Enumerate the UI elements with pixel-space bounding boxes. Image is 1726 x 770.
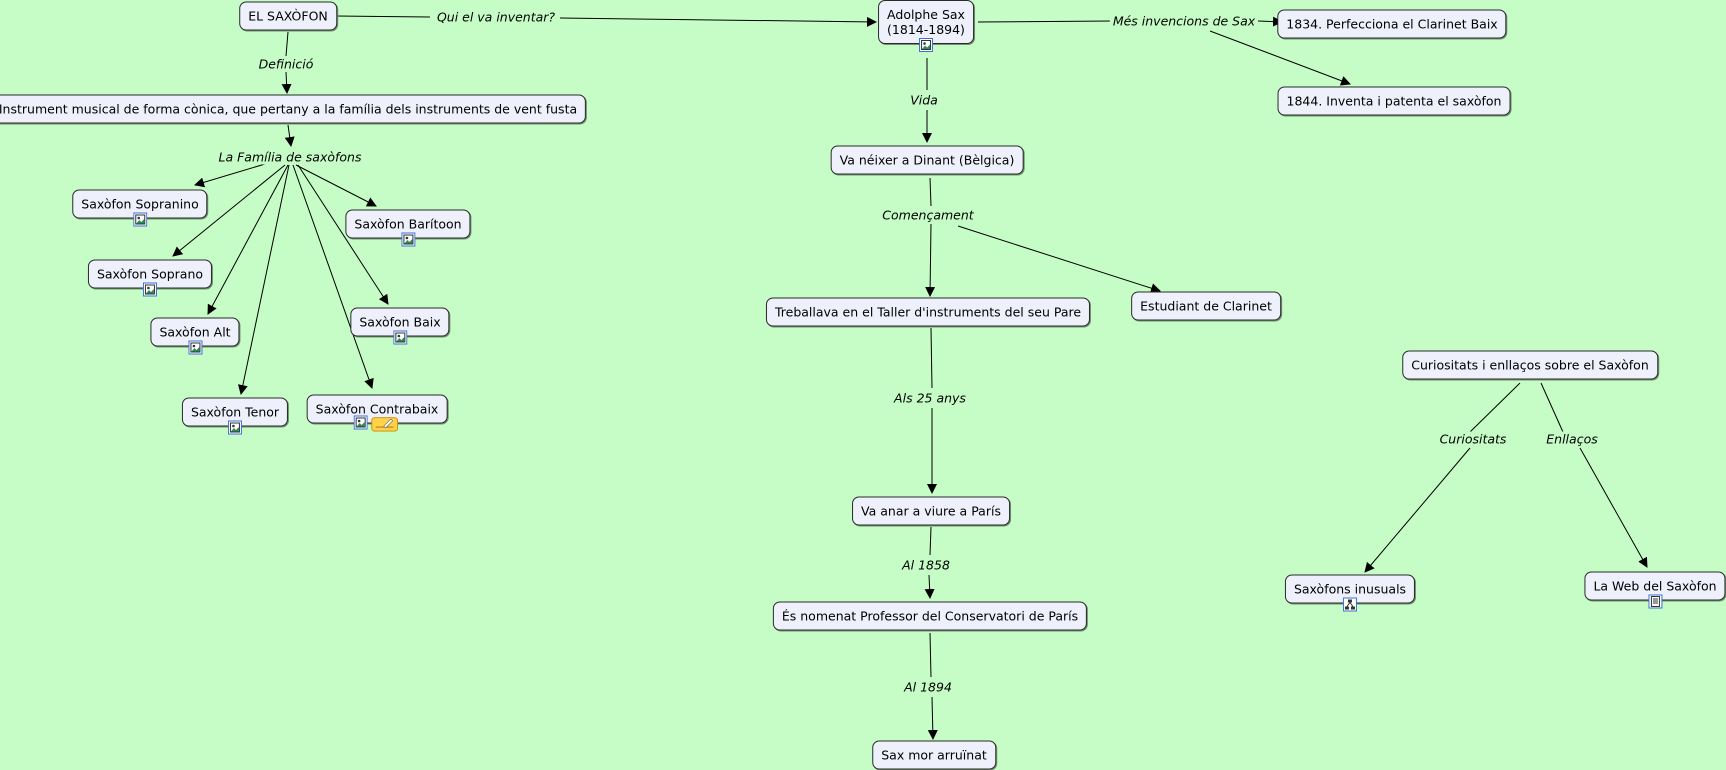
connection-arrow [1209,30,1351,86]
link-label-enllacos: Enllaços [1543,431,1601,447]
node-label: Instrument musical de forma cònica, que … [0,101,578,117]
connection-line [929,526,932,556]
node-saxofon-contrabaix[interactable]: Saxòfon Contrabaix [306,394,448,432]
link-label-mes-invencions: Més invencions de Sax [1109,13,1259,29]
connection-arrow [927,696,938,740]
node-saxofon-bariton[interactable]: Saxòfon Barítoon [345,209,471,247]
connection-arrow [925,223,936,297]
image-icon[interactable] [228,420,242,435]
connection-line [977,20,1113,23]
image-icon[interactable] [188,340,202,355]
node-label: Saxòfon Barítoon [354,216,462,232]
node-estudiant-clarinet[interactable]: Estudiant de Clarinet [1131,291,1281,321]
node-saxofon-tenor[interactable]: Saxòfon Tenor [181,397,289,435]
image-icon[interactable] [400,232,415,247]
node-label: Saxòfon Sopranino [81,196,199,212]
connection-arrow [1364,447,1471,573]
connection-line [1469,382,1521,433]
node-label: Saxòfon Contrabaix [315,401,439,417]
node-web-saxofon[interactable]: La Web del Saxòfon [1584,571,1726,609]
node-definicio-text[interactable]: Instrument musical de forma cònica, que … [0,94,587,124]
connection-arrow [237,164,290,395]
link-label-definicio: Definició [255,56,317,72]
link-label-vida: Vida [907,92,941,108]
concept-map-icon[interactable] [1342,597,1357,612]
connection-arrow [284,124,295,147]
node-label: Sax mor arruïnat [881,747,987,763]
node-curiositats-enllacos[interactable]: Curiositats i enllaços sobre el Saxòfon [1402,350,1658,380]
connection-arrow [194,163,266,188]
connection-line [929,632,932,678]
node-label: 1844. Inventa i patenta el saxòfon [1286,93,1502,109]
link-label-al-1894: Al 1894 [901,679,955,695]
node-saxofon-soprano[interactable]: Saxòfon Soprano [87,259,213,297]
node-label: Curiositats i enllaços sobre el Saxòfon [1411,357,1649,373]
node-viure-paris[interactable]: Va anar a viure a París [852,496,1010,526]
link-label-comencament: Començament [879,207,977,223]
connection-line [335,15,431,18]
connection-line [1540,382,1564,433]
connection-arrow [172,164,286,257]
node-label: 1834. Perfecciona el Clarinet Baix [1286,16,1498,32]
node-label: EL SAXÒFON [248,8,328,24]
node-el-saxofon[interactable]: EL SAXÒFON [239,1,337,31]
link-label-curiositats: Curiositats [1436,431,1510,447]
node-neixer-dinant[interactable]: Va néixer a Dinant (Bèlgica) [830,145,1024,175]
node-label: Saxòfons inusuals [1293,581,1407,597]
link-label-familia-saxofons: La Família de saxòfons [215,149,365,165]
node-saxofon-sopranino[interactable]: Saxòfon Sopranino [72,189,208,227]
image-icon[interactable] [393,330,407,345]
node-adolphe-sax[interactable]: Adolphe Sax (1814-1894) [878,0,974,52]
connection-arrow [924,574,935,599]
node-label: Saxòfon Soprano [96,266,204,282]
node-saxofon-baix[interactable]: Saxòfon Baix [350,307,450,345]
node-taller-pare[interactable]: Treballava en el Taller d'instruments de… [765,297,1091,327]
link-label-als-25-anys: Als 25 anys [891,390,969,406]
connection-arrow [559,16,877,27]
node-saxofon-alt[interactable]: Saxòfon Alt [150,317,240,355]
node-label: Treballava en el Taller d'instruments de… [774,304,1082,320]
image-icon[interactable] [353,415,368,430]
connection-line [285,31,289,57]
connection-arrow [297,164,389,305]
connection-arrow [207,164,289,315]
node-label: És nomenat Professor del Conservatori de… [781,608,1079,624]
node-1844-patenta[interactable]: 1844. Inventa i patenta el saxòfon [1277,86,1511,116]
connection-arrow [957,225,1161,294]
link-label-al-1858: Al 1858 [899,557,953,573]
node-label: La Web del Saxòfon [1593,578,1717,594]
link-label-qui-el-va-inventar: Qui el va inventar? [433,9,559,25]
node-label: Saxòfon Alt [159,324,231,340]
node-label: Estudiant de Clarinet [1140,298,1272,314]
image-icon[interactable] [919,38,933,52]
connection-arrow [1579,447,1648,568]
connection-line [929,177,932,207]
node-label: Saxòfon Baix [359,314,441,330]
node-professor-conservatori[interactable]: És nomenat Professor del Conservatori de… [772,601,1088,631]
image-icon[interactable] [132,212,147,227]
node-saxofons-inusuals[interactable]: Saxòfons inusuals [1284,574,1416,612]
connection-arrow [292,164,374,389]
note-icon[interactable] [370,416,400,432]
connection-line [930,327,933,389]
connection-arrow [295,164,377,207]
node-label: Saxòfon Tenor [190,404,280,420]
image-icon[interactable] [143,282,157,297]
node-label: Adolphe Sax (1814-1894) [887,7,965,37]
node-sax-mor[interactable]: Sax mor arruïnat [872,740,996,770]
connection-arrow [281,71,292,94]
node-label: Va néixer a Dinant (Bèlgica) [839,152,1015,168]
node-label: Va anar a viure a París [861,503,1001,519]
web-document-icon[interactable] [1648,594,1662,609]
node-1834-clarinet-baix[interactable]: 1834. Perfecciona el Clarinet Baix [1277,9,1507,39]
